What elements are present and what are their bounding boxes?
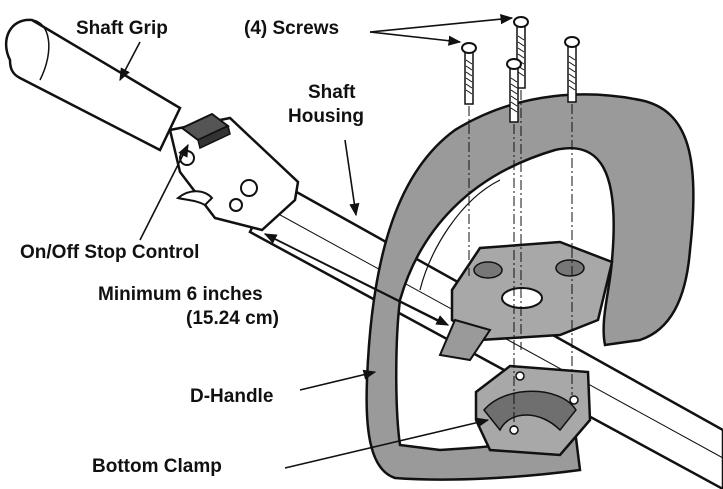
d-handle-drawing	[365, 93, 695, 481]
shaft-grip-drawing	[4, 18, 182, 152]
shaft-housing-label-line1: Shaft	[308, 82, 356, 103]
min-distance-label-line2: (15.24 cm)	[186, 308, 279, 329]
screws-label: (4) Screws	[244, 18, 340, 39]
screw	[461, 42, 477, 105]
screw	[513, 16, 529, 89]
screw	[506, 58, 522, 123]
screw	[564, 36, 580, 103]
shaft-housing-label-line2: Housing	[288, 106, 364, 127]
leader-arrows	[119, 14, 514, 469]
min-distance-label-line1: Minimum 6 inches	[98, 284, 263, 305]
screws-drawing	[461, 16, 580, 123]
alignment-lines	[468, 90, 573, 430]
stop-control-drawing	[168, 112, 300, 232]
shaft-grip-label: Shaft Grip	[76, 18, 168, 39]
bottom-clamp-drawing	[474, 364, 592, 457]
stop-control-label: On/Off Stop Control	[20, 242, 200, 263]
d-handle-label: D-Handle	[190, 386, 274, 407]
bottom-clamp-label: Bottom Clamp	[92, 456, 222, 477]
